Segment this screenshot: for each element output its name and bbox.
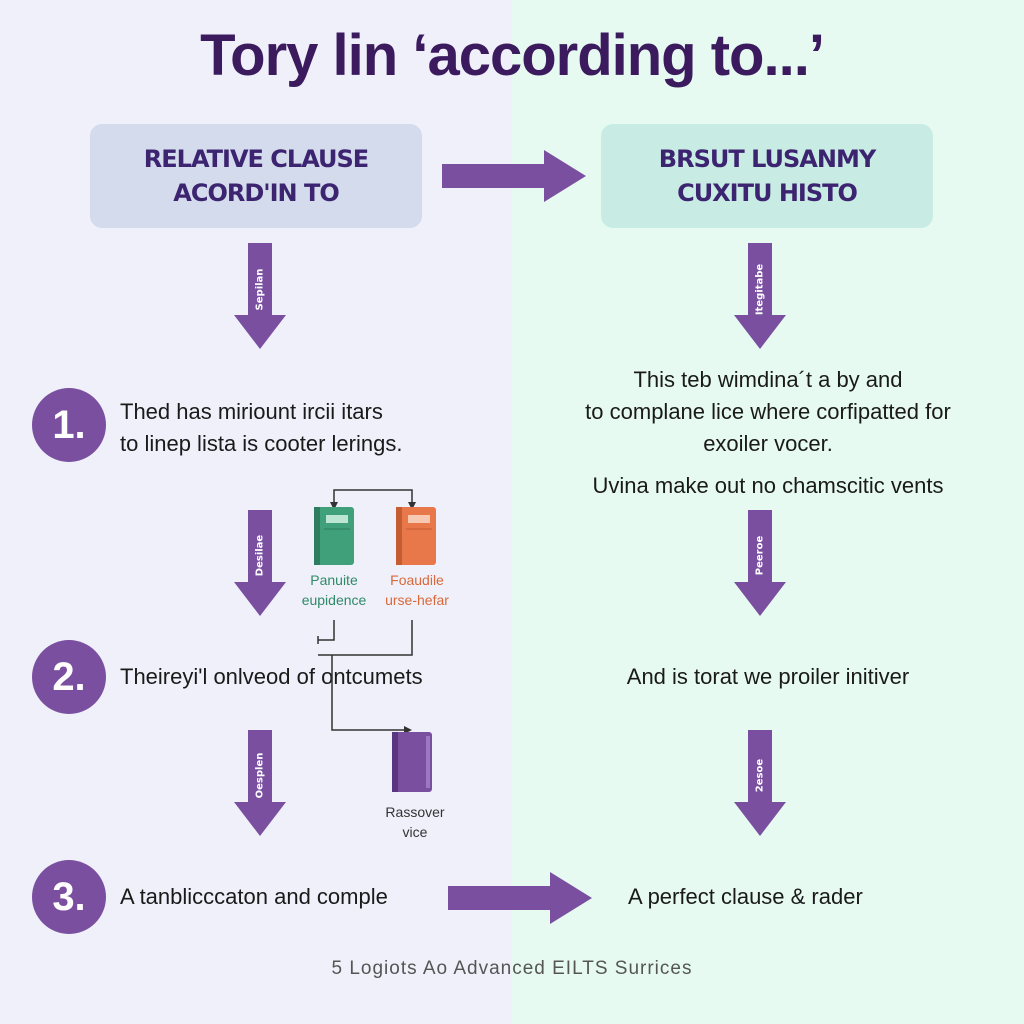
orange-book-icon xyxy=(396,507,436,565)
step-3-circle: 3. xyxy=(32,860,106,934)
right-arrow-3-label: 2esoe xyxy=(754,758,766,793)
step-3-text: A tanblicccaton and comple xyxy=(120,884,388,909)
step-2-circle: 2. xyxy=(32,640,106,714)
orange-book-caption: Foaudile urse-hefar xyxy=(374,570,460,610)
step-1-line2: to linep lista is cooter lerings. xyxy=(120,431,403,456)
left-arrow-2-label: Desilae xyxy=(254,534,266,577)
left-down-arrow-1 xyxy=(234,243,286,349)
right-header-box-line2: CUXITU HISTO xyxy=(677,179,858,207)
left-arrow-3-label: Oesplen xyxy=(254,752,266,799)
left-arrow-1-label: Sepilan xyxy=(254,268,266,311)
right-block-3: And is torat we proiler initiver xyxy=(626,664,910,689)
purple-book-caption-line1: Rassover xyxy=(385,804,445,820)
page-title: Tory lin ‘according to...’ xyxy=(200,23,825,88)
step-2-text: Theireyi'l onlveod of ontcumets xyxy=(120,664,423,689)
green-book-caption: Panuite eupidence xyxy=(294,570,374,610)
orange-book-caption-line1: Foaudile xyxy=(390,572,444,588)
right-block-1: This teb wimdina´t a by and to complane … xyxy=(520,364,1016,460)
step-1-text: Thed has miriount ircii itars to linep l… xyxy=(120,396,402,460)
right-down-arrow-1 xyxy=(734,243,786,349)
left-down-arrow-3 xyxy=(234,730,286,836)
right-block-1-line3: exoiler vocer. xyxy=(703,431,833,456)
step-1-circle: 1. xyxy=(32,388,106,462)
purple-book-icon xyxy=(392,732,432,792)
left-down-arrow-2 xyxy=(234,510,286,616)
right-block-1-line1: This teb wimdina´t a by and xyxy=(633,367,903,392)
orange-book-caption-line2: urse-hefar xyxy=(385,592,449,608)
right-block-1-line2: to complane lice where corfipatted for xyxy=(585,399,951,424)
footer-text: 5 Logiots Ao Advanced EILTS Surrices xyxy=(331,958,693,979)
bottom-horizontal-arrow xyxy=(448,872,592,924)
relative-clause-box-line1: RELATIVE CLAUSE xyxy=(143,145,369,173)
right-down-arrow-2 xyxy=(734,510,786,616)
right-block-2: Uvina make out no chamscitic vents xyxy=(592,473,944,498)
right-header-box-line1: BRSUT LUSANMY xyxy=(658,145,876,173)
right-arrow-1-label: Itegitabe xyxy=(754,263,766,316)
relative-clause-box: RELATIVE CLAUSE ACORD'IN TO xyxy=(90,124,422,228)
step-1-line1: Thed has miriount ircii itars xyxy=(120,399,383,424)
green-book-caption-line1: Panuite xyxy=(310,572,358,588)
right-down-arrow-3 xyxy=(734,730,786,836)
relative-clause-box-line2: ACORD'IN TO xyxy=(173,179,339,207)
top-horizontal-arrow xyxy=(442,150,586,202)
purple-book-caption: Rassover vice xyxy=(372,802,458,842)
purple-book-caption-line2: vice xyxy=(402,824,428,840)
right-block-4: A perfect clause & rader xyxy=(628,884,863,909)
right-header-box: BRSUT LUSANMY CUXITU HISTO xyxy=(601,124,933,228)
green-book-caption-line2: eupidence xyxy=(301,592,367,608)
right-arrow-2-label: Peeroe xyxy=(754,535,766,576)
green-book-icon xyxy=(314,507,354,565)
